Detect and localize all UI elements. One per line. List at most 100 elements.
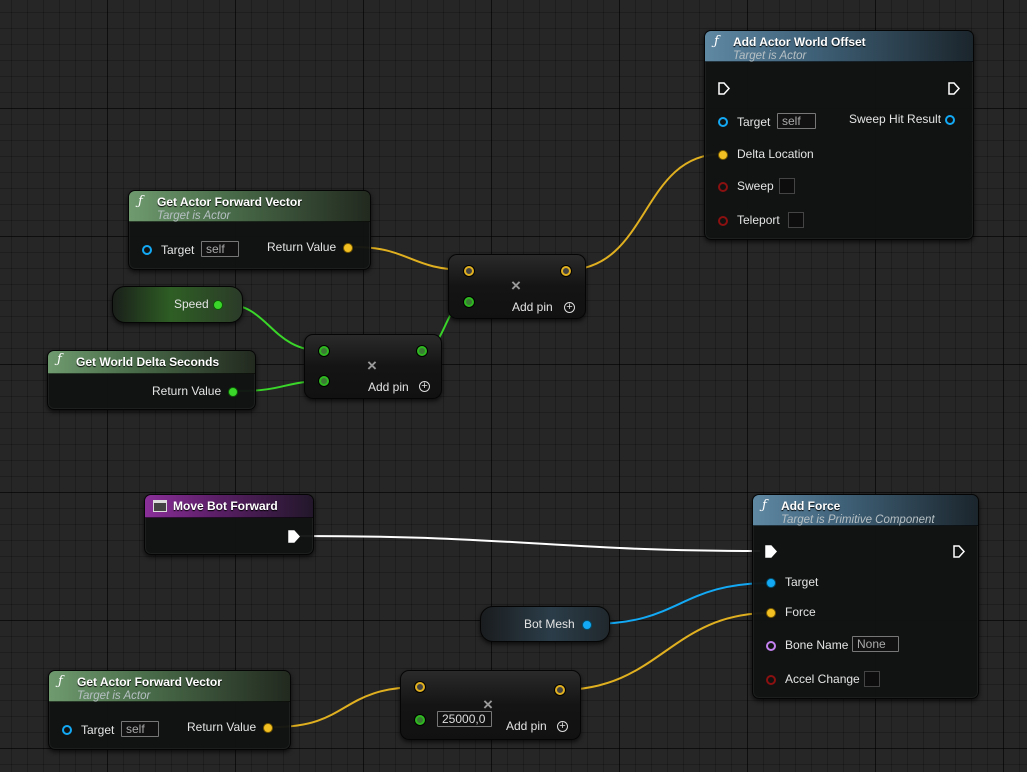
node-subtitle: Target is Actor xyxy=(733,50,807,62)
target-label: Target xyxy=(737,115,771,129)
wire-exec-event-to-add-force xyxy=(299,535,761,552)
delta-location-label: Delta Location xyxy=(737,147,814,161)
function-icon: ƒ xyxy=(57,352,62,367)
target-label: Target xyxy=(161,243,195,257)
wire-botmesh-to-target xyxy=(591,582,771,625)
accel-change-pin[interactable] xyxy=(766,675,776,685)
input-a-pin[interactable] xyxy=(319,346,329,356)
target-label: Target xyxy=(81,723,115,737)
output-pin[interactable] xyxy=(555,685,565,695)
target-default-field[interactable]: self xyxy=(121,721,159,737)
move-bot-forward-event-node[interactable]: Move Bot Forward xyxy=(144,494,314,555)
node-title: Move Bot Forward xyxy=(173,499,278,513)
target-pin[interactable] xyxy=(142,245,152,255)
target-pin[interactable] xyxy=(766,578,776,588)
input-b-pin[interactable] xyxy=(464,297,474,307)
exec-in-pin-icon[interactable] xyxy=(765,545,777,558)
target-pin[interactable] xyxy=(718,117,728,127)
return-value-pin[interactable] xyxy=(263,723,273,733)
force-label: Force xyxy=(785,605,816,619)
target-default-field[interactable]: self xyxy=(777,113,816,129)
delta-location-pin[interactable] xyxy=(718,150,728,160)
input-a-pin[interactable] xyxy=(464,266,474,276)
multiply-vector-float-node[interactable]: 25000,0 × Add pin + xyxy=(400,670,581,740)
custom-event-icon xyxy=(153,500,167,512)
return-value-pin[interactable] xyxy=(228,387,238,397)
return-value-label: Return Value xyxy=(152,384,222,398)
function-icon: ƒ xyxy=(138,194,143,209)
node-subtitle: Target is Primitive Component xyxy=(781,514,935,526)
target-pin[interactable] xyxy=(62,725,72,735)
node-title: Get Actor Forward Vector xyxy=(77,675,222,689)
teleport-checkbox[interactable] xyxy=(788,212,804,228)
teleport-pin[interactable] xyxy=(718,216,728,226)
bot-mesh-label: Bot Mesh xyxy=(524,617,575,631)
speed-label: Speed xyxy=(174,297,209,311)
multiplier-value-field[interactable]: 25000,0 xyxy=(437,711,492,727)
get-actor-forward-vector-node[interactable]: ƒ Get Actor Forward Vector Target is Act… xyxy=(128,190,371,270)
add-pin-icon[interactable]: + xyxy=(564,302,575,313)
function-icon: ƒ xyxy=(58,674,63,689)
multiply-vector-node[interactable]: × Add pin + xyxy=(448,254,586,319)
get-world-delta-seconds-node[interactable]: ƒ Get World Delta Seconds Return Value xyxy=(47,350,256,410)
accel-change-label: Accel Change xyxy=(785,672,860,686)
get-actor-forward-vector-node-2[interactable]: ƒ Get Actor Forward Vector Target is Act… xyxy=(48,670,291,750)
input-a-pin[interactable] xyxy=(415,682,425,692)
force-pin[interactable] xyxy=(766,608,776,618)
add-pin-label[interactable]: Add pin xyxy=(506,719,547,733)
target-default-field[interactable]: self xyxy=(201,241,239,257)
output-pin[interactable] xyxy=(417,346,427,356)
bot-mesh-pin[interactable] xyxy=(582,620,592,630)
add-pin-label[interactable]: Add pin xyxy=(368,380,409,394)
target-label: Target xyxy=(785,575,819,589)
node-header: ƒ Add Actor World Offset Target is Actor xyxy=(705,31,973,62)
exec-out-pin-icon[interactable] xyxy=(288,530,300,543)
node-header: ƒ Get World Delta Seconds xyxy=(48,351,255,374)
speed-pin[interactable] xyxy=(213,300,223,310)
accel-change-checkbox[interactable] xyxy=(864,671,880,687)
return-value-label: Return Value xyxy=(267,240,337,254)
input-b-pin[interactable] xyxy=(319,376,329,386)
return-value-pin[interactable] xyxy=(343,243,353,253)
return-value-label: Return Value xyxy=(187,720,257,734)
sweep-label: Sweep xyxy=(737,179,774,193)
add-pin-icon[interactable]: + xyxy=(557,721,568,732)
exec-out-pin-icon[interactable] xyxy=(948,82,960,95)
sweep-checkbox[interactable] xyxy=(779,178,795,194)
speed-variable-node[interactable]: Speed xyxy=(112,286,243,323)
sweep-hit-result-label: Sweep Hit Result xyxy=(849,112,942,126)
wire-multiply-to-delta-location xyxy=(565,153,723,271)
teleport-label: Teleport xyxy=(737,213,780,227)
add-actor-world-offset-node[interactable]: ƒ Add Actor World Offset Target is Actor… xyxy=(704,30,974,240)
node-subtitle: Target is Actor xyxy=(77,690,151,702)
multiply-icon: × xyxy=(483,695,493,714)
sweep-pin[interactable] xyxy=(718,182,728,192)
multiply-float-node[interactable]: × Add pin + xyxy=(304,334,442,399)
function-icon: ƒ xyxy=(714,34,719,49)
bone-name-label: Bone Name xyxy=(785,638,849,652)
node-subtitle: Target is Actor xyxy=(157,210,231,222)
node-header: ƒ Add Force Target is Primitive Componen… xyxy=(753,495,978,526)
exec-out-pin-icon[interactable] xyxy=(953,545,965,558)
node-header: ƒ Get Actor Forward Vector Target is Act… xyxy=(49,671,290,702)
node-title: Get Actor Forward Vector xyxy=(157,195,302,209)
sweep-hit-result-pin[interactable] xyxy=(945,115,955,125)
add-pin-label[interactable]: Add pin xyxy=(512,300,553,314)
node-title: Get World Delta Seconds xyxy=(76,355,220,369)
add-force-node[interactable]: ƒ Add Force Target is Primitive Componen… xyxy=(752,494,979,699)
node-header: ƒ Get Actor Forward Vector Target is Act… xyxy=(129,191,370,222)
output-pin[interactable] xyxy=(561,266,571,276)
multiply-icon: × xyxy=(511,276,521,295)
bot-mesh-variable-node[interactable]: Bot Mesh xyxy=(480,606,610,642)
add-pin-icon[interactable]: + xyxy=(419,381,430,392)
node-header: Move Bot Forward xyxy=(145,495,313,518)
node-title: Add Actor World Offset xyxy=(733,35,866,49)
function-icon: ƒ xyxy=(762,498,767,513)
bone-name-pin[interactable] xyxy=(766,641,776,651)
node-title: Add Force xyxy=(781,499,841,513)
input-b-pin[interactable] xyxy=(415,715,425,725)
bone-name-field[interactable]: None xyxy=(852,636,899,652)
wire-forward-bottom-to-multiply xyxy=(273,686,421,728)
exec-in-pin-icon[interactable] xyxy=(718,82,730,95)
multiply-icon: × xyxy=(367,356,377,375)
